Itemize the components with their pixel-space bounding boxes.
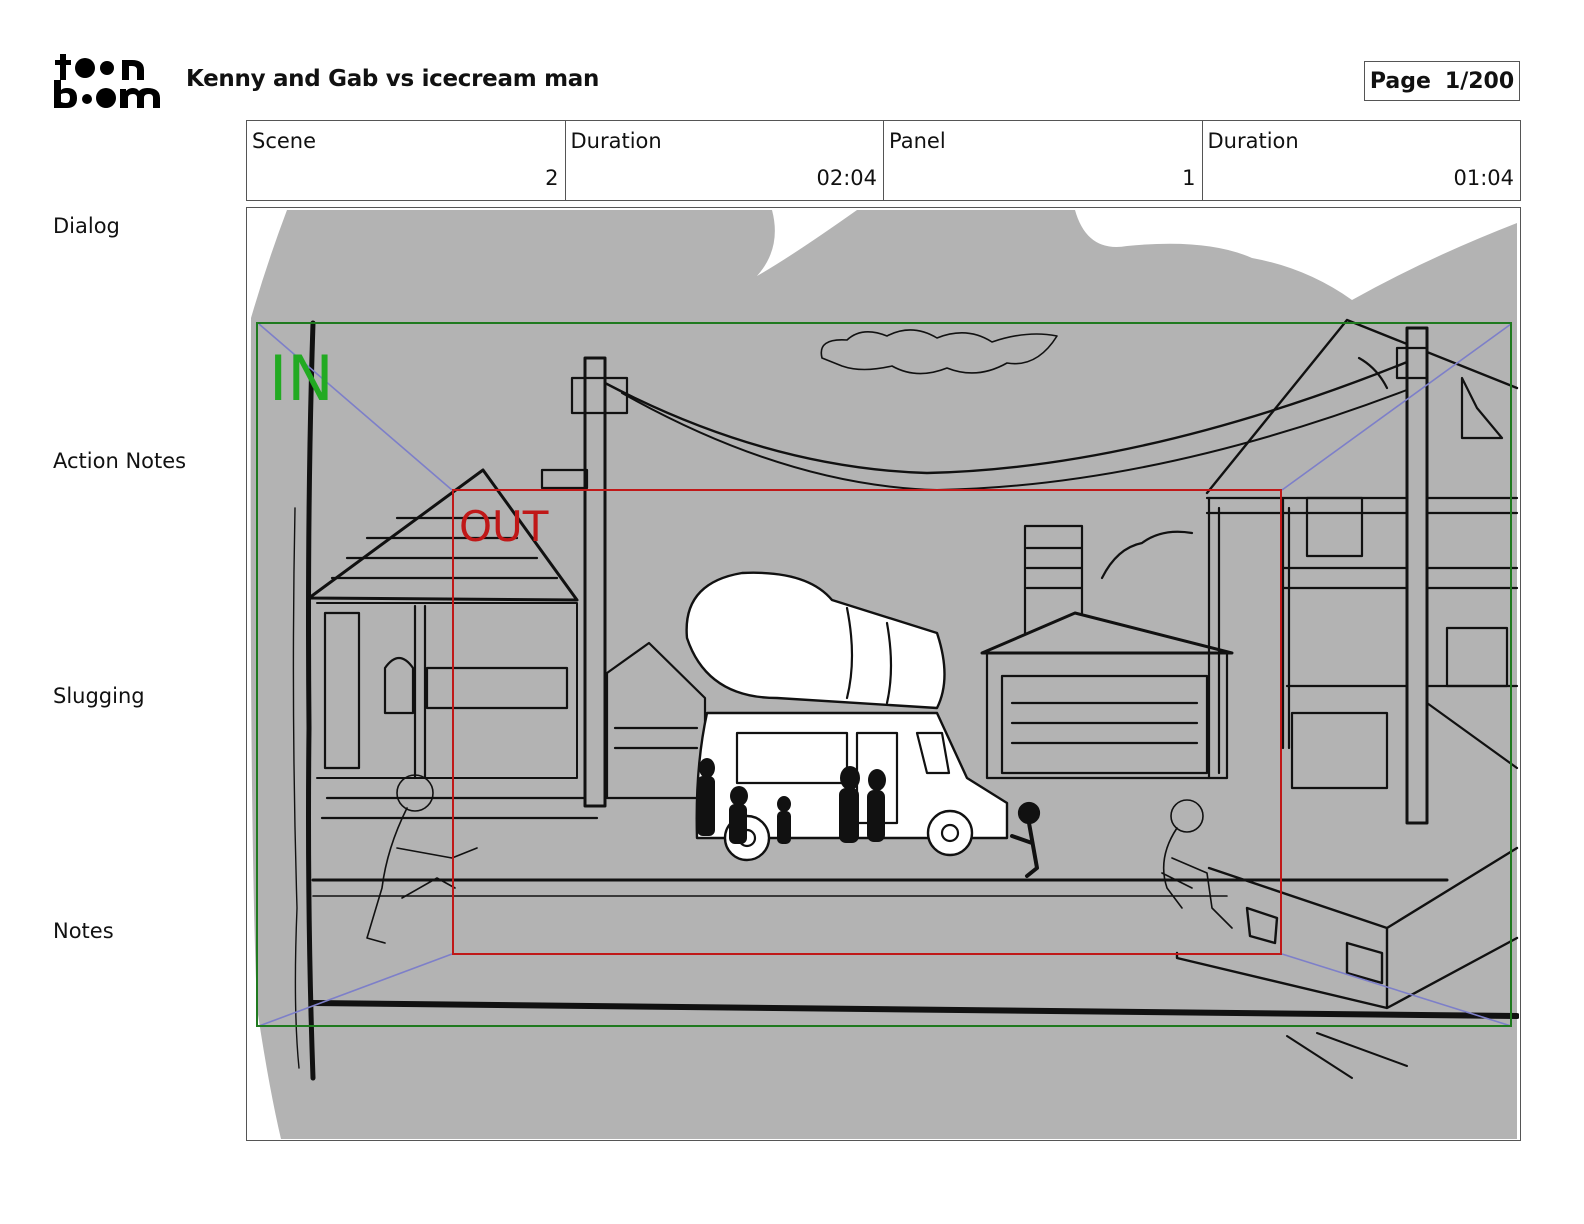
left-pole-sketch bbox=[306, 320, 316, 1081]
panel-duration-cell: Duration 01:04 bbox=[1203, 121, 1521, 200]
scene-duration-cell: Duration 02:04 bbox=[566, 121, 884, 200]
scene-duration-label: Duration bbox=[570, 129, 662, 153]
power-pole-sketch bbox=[540, 356, 629, 808]
camera-out-label: OUT bbox=[459, 502, 549, 551]
camera-in-label: IN bbox=[269, 342, 334, 415]
power-line bbox=[603, 356, 1419, 475]
scene-cell: Scene 2 bbox=[247, 121, 566, 200]
slugging-label: Slugging bbox=[53, 684, 145, 708]
scene-value: 2 bbox=[545, 166, 559, 190]
scene-info-table: Scene 2 Duration 02:04 Panel 1 Duration … bbox=[246, 120, 1521, 201]
storyboard-drawing: IN OUT bbox=[250, 210, 1519, 1139]
foreground-wall-sketch bbox=[1175, 846, 1519, 1010]
page-label: Page bbox=[1369, 68, 1431, 94]
kid-running-left-sketch bbox=[366, 774, 478, 944]
street-edge-line bbox=[310, 1000, 1519, 1019]
right-house-sketch bbox=[1205, 318, 1519, 825]
panel-duration-value: 01:04 bbox=[1453, 166, 1514, 190]
camera-out-frame bbox=[452, 489, 1282, 955]
project-title: Kenny and Gab vs icecream man bbox=[186, 66, 600, 92]
camera-move-arrows bbox=[258, 323, 1512, 1027]
logo-mark-icon bbox=[54, 54, 160, 108]
garage-sketch bbox=[980, 524, 1234, 780]
action-notes-label: Action Notes bbox=[53, 449, 187, 473]
notes-label: Notes bbox=[53, 919, 114, 943]
panel-label: Panel bbox=[889, 129, 946, 153]
toon-boom-logo bbox=[52, 50, 164, 112]
panel-cell: Panel 1 bbox=[884, 121, 1203, 200]
camera-in-frame bbox=[256, 322, 1512, 1027]
kid-crouching-right-sketch bbox=[1161, 799, 1233, 929]
page-indicator: Page 1/200 bbox=[1364, 61, 1520, 101]
left-house-sketch bbox=[307, 468, 599, 820]
dialog-label: Dialog bbox=[53, 214, 120, 238]
storyboard-panel: IN OUT bbox=[246, 207, 1521, 1141]
panel-duration-label: Duration bbox=[1207, 129, 1299, 153]
crowd-silhouettes bbox=[697, 758, 886, 844]
panel-value: 1 bbox=[1182, 166, 1196, 190]
scene-duration-value: 02:04 bbox=[816, 166, 877, 190]
page-value: 1/200 bbox=[1444, 68, 1515, 94]
scene-label: Scene bbox=[252, 129, 317, 153]
kid-near-truck-sketch bbox=[1010, 801, 1041, 878]
cloud-sketch bbox=[820, 329, 1058, 375]
